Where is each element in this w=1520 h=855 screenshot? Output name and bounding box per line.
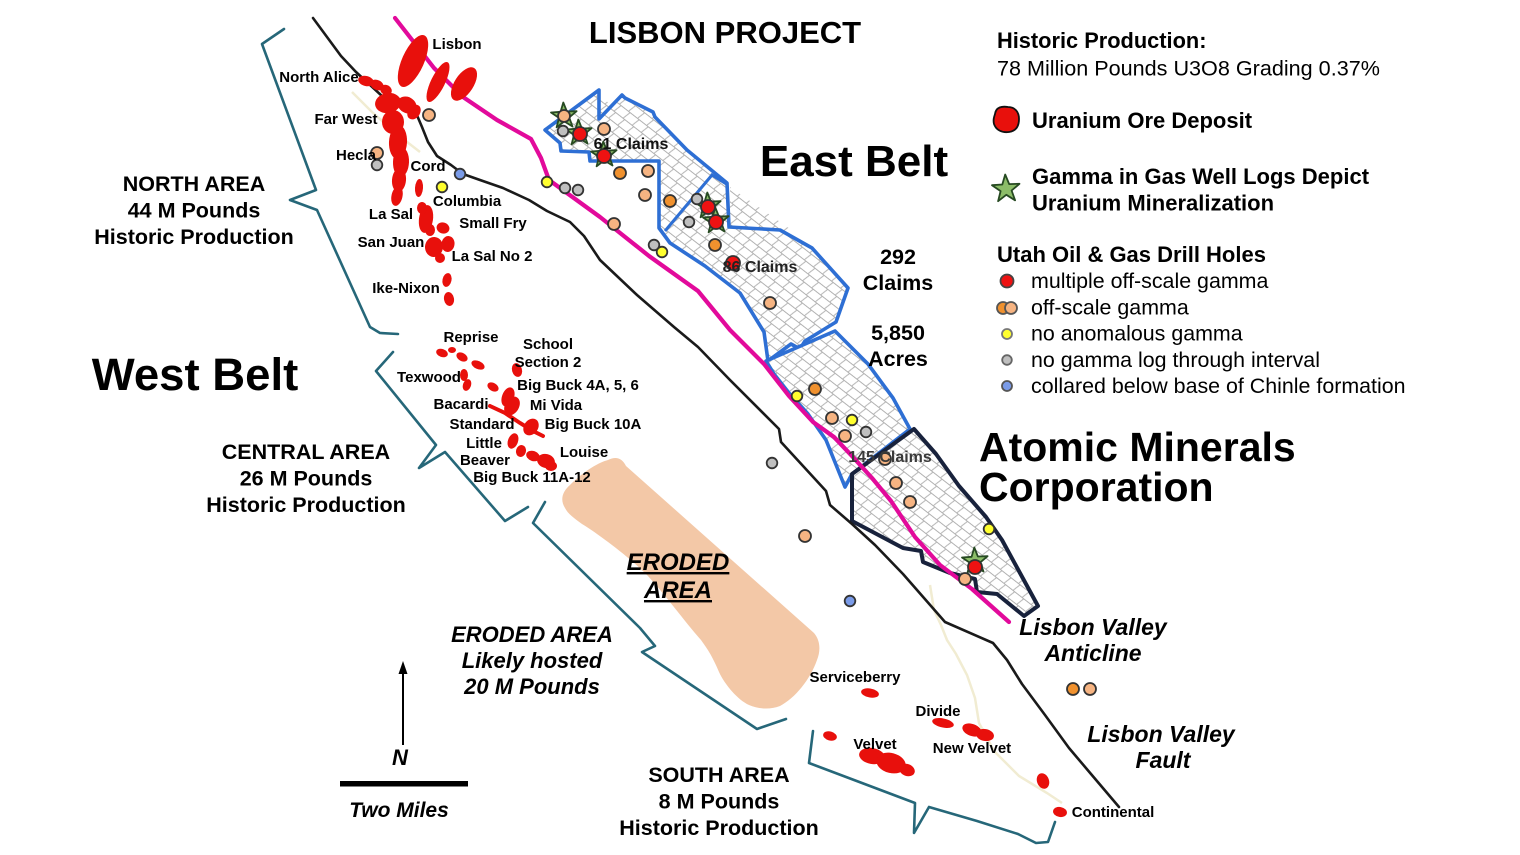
svg-text:Lisbon: Lisbon (432, 36, 481, 53)
svg-text:5,850: 5,850 (871, 321, 925, 345)
svg-text:Small Fry: Small Fry (459, 215, 527, 232)
svg-text:Lisbon Valley: Lisbon Valley (1087, 721, 1236, 747)
svg-text:Gamma in Gas Well Logs Depict: Gamma in Gas Well Logs Depict (1032, 164, 1370, 189)
svg-text:61 Claims: 61 Claims (594, 136, 669, 153)
svg-text:Big Buck 11A-12: Big Buck 11A-12 (473, 469, 591, 486)
svg-text:Ike-Nixon: Ike-Nixon (372, 280, 440, 297)
svg-text:Lisbon Valley: Lisbon Valley (1019, 614, 1168, 640)
svg-text:Columbia: Columbia (433, 193, 502, 210)
svg-text:292: 292 (880, 245, 916, 269)
svg-text:86 Claims: 86 Claims (723, 259, 798, 276)
svg-text:Mi Vida: Mi Vida (530, 397, 583, 414)
svg-text:Texwood: Texwood (397, 369, 461, 386)
svg-text:Section 2: Section 2 (515, 354, 582, 371)
svg-text:Historic Production: Historic Production (619, 816, 818, 840)
svg-text:Standard: Standard (449, 416, 514, 433)
svg-text:Bacardi: Bacardi (433, 396, 488, 413)
svg-text:collared below base of Chinle: collared below base of Chinle formation (1031, 374, 1406, 398)
svg-text:Little: Little (466, 435, 502, 452)
svg-text:Acres: Acres (868, 347, 928, 371)
svg-text:Reprise: Reprise (443, 329, 498, 346)
svg-text:La Sal: La Sal (369, 206, 413, 223)
svg-text:Claims: Claims (863, 271, 934, 295)
svg-text:Uranium Mineralization: Uranium Mineralization (1032, 191, 1274, 216)
svg-text:Uranium Ore Deposit: Uranium Ore Deposit (1032, 108, 1253, 133)
svg-text:Anticline: Anticline (1043, 640, 1141, 666)
svg-text:La Sal No 2: La Sal No 2 (452, 248, 533, 265)
svg-text:Continental: Continental (1072, 804, 1155, 821)
svg-text:Likely hosted: Likely hosted (462, 648, 603, 673)
svg-text:Historic Production: Historic Production (206, 493, 405, 517)
svg-text:Far West: Far West (314, 111, 377, 128)
svg-text:no anomalous gamma: no anomalous gamma (1031, 322, 1243, 346)
svg-text:West Belt: West Belt (92, 349, 298, 400)
svg-text:SOUTH AREA: SOUTH AREA (648, 763, 789, 787)
svg-text:Serviceberry: Serviceberry (810, 669, 902, 686)
svg-text:8 M Pounds: 8 M Pounds (659, 790, 780, 814)
svg-text:78 Million Pounds U3O8 Grading: 78 Million Pounds U3O8 Grading 0.37% (997, 56, 1380, 81)
svg-text:Cord: Cord (411, 158, 446, 175)
svg-text:NORTH AREA: NORTH AREA (123, 172, 266, 196)
svg-text:ERODED AREA: ERODED AREA (451, 622, 613, 647)
svg-text:145 Claims: 145 Claims (848, 449, 932, 466)
svg-text:Divide: Divide (915, 703, 960, 720)
svg-text:44 M Pounds: 44 M Pounds (128, 199, 261, 223)
svg-text:Utah Oil & Gas Drill Holes: Utah Oil & Gas Drill Holes (997, 242, 1266, 267)
svg-text:AREA: AREA (643, 577, 712, 604)
svg-text:Beaver: Beaver (460, 452, 510, 469)
svg-text:Two Miles: Two Miles (349, 799, 449, 822)
svg-text:Corporation: Corporation (979, 464, 1214, 510)
svg-text:Big Buck 4A, 5, 6: Big Buck 4A, 5, 6 (517, 377, 639, 394)
svg-text:Historic Production:: Historic Production: (997, 28, 1207, 53)
svg-text:Big Buck 10A: Big Buck 10A (545, 416, 642, 433)
svg-text:Hecla: Hecla (336, 147, 377, 164)
svg-text:New Velvet: New Velvet (933, 740, 1011, 757)
svg-text:20 M Pounds: 20 M Pounds (463, 674, 600, 699)
svg-text:ERODED: ERODED (627, 549, 730, 576)
svg-text:no gamma log through interval: no gamma log through interval (1031, 348, 1320, 372)
svg-text:East Belt: East Belt (760, 137, 949, 186)
svg-text:Fault: Fault (1136, 747, 1192, 773)
svg-text:Historic Production: Historic Production (94, 225, 293, 249)
svg-text:Atomic Minerals: Atomic Minerals (979, 424, 1296, 470)
svg-text:Velvet: Velvet (853, 736, 896, 753)
svg-text:Louise: Louise (560, 444, 608, 461)
svg-text:26 M Pounds: 26 M Pounds (240, 467, 373, 491)
svg-text:School: School (523, 336, 573, 353)
svg-text:N: N (392, 745, 409, 770)
svg-text:multiple off-scale gamma: multiple off-scale gamma (1031, 269, 1268, 293)
svg-text:CENTRAL AREA: CENTRAL AREA (222, 440, 390, 464)
svg-text:North Alice: North Alice (279, 69, 358, 86)
svg-text:San Juan: San Juan (358, 234, 425, 251)
svg-text:LISBON PROJECT: LISBON PROJECT (589, 15, 861, 50)
svg-text:off-scale gamma: off-scale gamma (1031, 295, 1189, 319)
